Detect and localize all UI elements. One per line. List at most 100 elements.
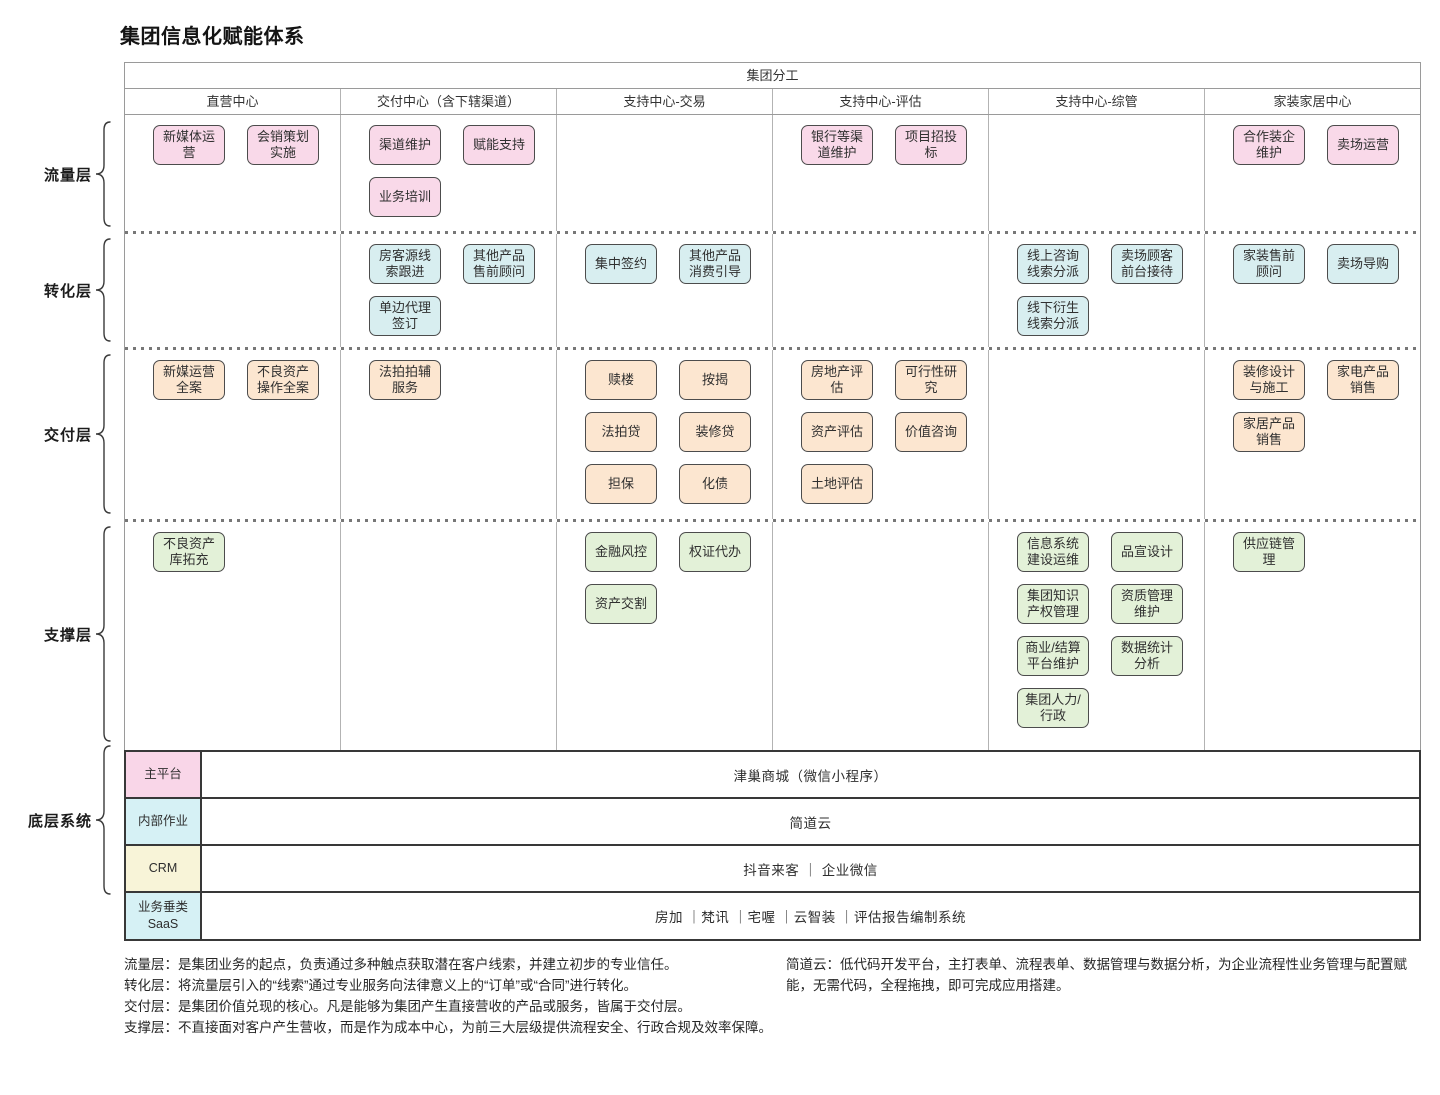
column-header: 支持中心-交易	[557, 89, 773, 114]
capability-box: 信息系统建设运维	[1017, 532, 1089, 572]
capability-box: 资质管理维护	[1111, 584, 1183, 624]
matrix-cell: 赎楼按揭法拍贷装修贷担保化债	[557, 350, 773, 519]
layer-label: 底层系统	[27, 813, 92, 830]
capability-box: 房地产评估	[801, 360, 873, 400]
capability-box: 线下衍生线索分派	[1017, 296, 1089, 336]
base-row-label: 内部作业	[126, 799, 202, 844]
capability-box: 项目招投标	[895, 125, 967, 165]
capability-box: 不良资产库拓充	[153, 532, 225, 572]
capability-box: 资产评估	[801, 412, 873, 452]
layer-label: 支撑层	[43, 627, 92, 644]
dotted-separator	[125, 231, 1420, 234]
layer-label: 转化层	[43, 283, 92, 300]
capability-box: 家居产品销售	[1233, 412, 1305, 452]
capability-box: 集团人力/行政	[1017, 688, 1089, 728]
capability-box: 可行性研究	[895, 360, 967, 400]
matrix-cell	[989, 350, 1205, 519]
layer-band: 新媒运营全案不良资产操作全案法拍拍辅服务赎楼按揭法拍贷装修贷担保化债房地产评估可…	[125, 350, 1420, 519]
capability-box: 银行等渠道维护	[801, 125, 873, 165]
base-row-label: CRM	[126, 846, 202, 891]
base-row-content: 抖音来客 ｜ 企业微信	[743, 862, 878, 878]
curly-brace-icon	[95, 238, 111, 342]
layer-band: 房客源线索跟进其他产品售前顾问单边代理签订集中签约其他产品消费引导线上咨询线索分…	[125, 234, 1420, 347]
layer-band: 不良资产库拓充 金融风控权证代办资产交割 信息系统建设运维品宣设计集团知识产权管理资…	[125, 522, 1420, 752]
matrix-cell: 集中签约其他产品消费引导	[557, 234, 773, 347]
capability-box: 供应链管理	[1233, 532, 1305, 572]
matrix-header: 集团分工	[125, 63, 1420, 89]
base-row-content: 房加 ｜梵讯 ｜宅喔 ｜云智装 ｜评估报告编制系统	[654, 910, 966, 925]
matrix-body: 新媒体运营会销策划实施渠道维护赋能支持业务培训 银行等渠道维护项目招投标 合作装企维…	[125, 115, 1420, 752]
matrix-cell: 房客源线索跟进其他产品售前顾问单边代理签订	[341, 234, 557, 347]
matrix-cell	[341, 522, 557, 752]
curly-brace-icon	[95, 526, 111, 742]
note-line: 交付层：是集团价值兑现的核心。凡是能够为集团产生直接营收的产品或服务，皆属于交付…	[124, 999, 691, 1014]
capability-box: 数据统计分析	[1111, 636, 1183, 676]
base-row: 内部作业 简道云	[126, 799, 1419, 846]
matrix-cell: 信息系统建设运维品宣设计集团知识产权管理资质管理维护商业/结算平台维护数据统计分…	[989, 522, 1205, 752]
dotted-separator	[125, 519, 1420, 522]
matrix-cell: 房地产评估可行性研究资产评估价值咨询土地评估	[773, 350, 989, 519]
capability-box: 集团知识产权管理	[1017, 584, 1089, 624]
matrix-cell: 法拍拍辅服务	[341, 350, 557, 519]
capability-box: 房客源线索跟进	[369, 244, 441, 284]
matrix-cell: 装修设计与施工家电产品销售家居产品销售	[1205, 350, 1420, 519]
column-header: 交付中心（含下辖渠道）	[341, 89, 557, 114]
base-systems-table: 主平台 津巢商城（微信小程序） 内部作业 简道云 CRM 抖音来客 ｜ 企业微信业务垂类 …	[124, 750, 1421, 941]
capability-box: 权证代办	[679, 532, 751, 572]
capability-box: 线上咨询线索分派	[1017, 244, 1089, 284]
capability-box: 卖场运营	[1327, 125, 1399, 165]
capability-box: 资产交割	[585, 584, 657, 624]
jiandaoyun-note: 简道云：低代码开发平台，主打表单、流程表单、数据管理与数据分析，为企业流程性业务…	[786, 957, 1407, 993]
capability-box: 业务培训	[369, 177, 441, 217]
note-line: 流量层：是集团业务的起点，负责通过多种触点获取潜在客户线索，并建立初步的专业信任…	[124, 957, 678, 972]
column-header: 家装家居中心	[1273, 94, 1352, 109]
column-header-row: 直营中心交付中心（含下辖渠道）支持中心-交易支持中心-评估支持中心-综管家装家居…	[125, 89, 1420, 115]
base-row: 主平台 津巢商城（微信小程序）	[126, 752, 1419, 799]
matrix-cell: 银行等渠道维护项目招投标	[773, 115, 989, 231]
capability-box: 装修贷	[679, 412, 751, 452]
capability-box: 集中签约	[585, 244, 657, 284]
layer-label: 交付层	[43, 427, 92, 444]
capability-box: 卖场顾客前台接待	[1111, 244, 1183, 284]
capability-box: 价值咨询	[895, 412, 967, 452]
base-row: 业务垂类 SaaS 房加 ｜梵讯 ｜宅喔 ｜云智装 ｜评估报告编制系统	[126, 893, 1419, 939]
capability-box: 担保	[585, 464, 657, 504]
division-matrix: 集团分工 直营中心交付中心（含下辖渠道）支持中心-交易支持中心-评估支持中心-综…	[124, 62, 1421, 753]
capability-box: 化债	[679, 464, 751, 504]
base-row-content: 津巢商城（微信小程序）	[733, 768, 888, 784]
capability-box: 其他产品售前顾问	[463, 244, 535, 284]
matrix-cell	[989, 115, 1205, 231]
note-line: 转化层：将流量层引入的“线索”通过专业服务向法律意义上的“订单”或“合同”进行转…	[124, 978, 637, 993]
capability-box: 金融风控	[585, 532, 657, 572]
matrix-cell: 供应链管理	[1205, 522, 1420, 752]
base-row-content: 简道云	[789, 815, 832, 831]
capability-box: 新媒运营全案	[153, 360, 225, 400]
matrix-cell	[773, 234, 989, 347]
capability-box: 法拍拍辅服务	[369, 360, 441, 400]
base-row-label: 业务垂类 SaaS	[126, 893, 202, 939]
capability-box: 卖场导购	[1327, 244, 1399, 284]
curly-brace-icon	[95, 354, 111, 514]
capability-box: 家装售前顾问	[1233, 244, 1305, 284]
capability-box: 商业/结算平台维护	[1017, 636, 1089, 676]
capability-box: 单边代理签订	[369, 296, 441, 336]
base-row-label: 主平台	[126, 752, 202, 797]
column-header: 直营中心	[125, 89, 341, 114]
matrix-cell: 新媒体运营会销策划实施	[125, 115, 341, 231]
dotted-separator	[125, 347, 1420, 350]
matrix-cell: 合作装企维护卖场运营	[1205, 115, 1420, 231]
note-line: 支撑层：不直接面对客户产生营收，而是作为成本中心，为前三大层级提供流程安全、行政…	[124, 1020, 772, 1035]
matrix-cell: 家装售前顾问卖场导购	[1205, 234, 1420, 347]
base-row: CRM 抖音来客 ｜ 企业微信	[126, 846, 1419, 893]
capability-box: 土地评估	[801, 464, 873, 504]
layer-label: 流量层	[43, 167, 92, 184]
matrix-cell: 渠道维护赋能支持业务培训	[341, 115, 557, 231]
page-title: 集团信息化赋能体系	[120, 26, 305, 48]
capability-box: 赋能支持	[463, 125, 535, 165]
layer-band: 新媒体运营会销策划实施渠道维护赋能支持业务培训 银行等渠道维护项目招投标 合作装企维…	[125, 115, 1420, 231]
capability-box: 会销策划实施	[247, 125, 319, 165]
matrix-cell	[773, 522, 989, 752]
matrix-cell: 不良资产库拓充	[125, 522, 341, 752]
capability-box: 渠道维护	[369, 125, 441, 165]
